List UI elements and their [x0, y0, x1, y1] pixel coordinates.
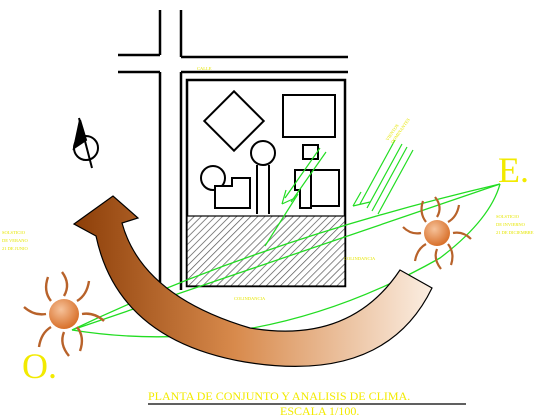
- building-small-square: [302, 144, 319, 160]
- north-arrow-icon: [72, 117, 99, 169]
- east-label: E.: [498, 150, 529, 190]
- street-lines: [118, 10, 348, 290]
- sun-trajectory-arrow: [72, 195, 433, 368]
- summer-solstice-line3: 21 DE JUNIO: [2, 246, 28, 251]
- building-top-right: [282, 94, 336, 138]
- winter-solstice-line3: 21 DE DICIEMBRE: [496, 230, 534, 235]
- building-right-mid: [310, 169, 340, 207]
- building-circle-center: [250, 140, 276, 166]
- street-label: CALLE: [197, 66, 212, 71]
- colindancia-right-label: COLINDANCIA: [344, 256, 376, 261]
- building-corner: [294, 169, 312, 209]
- building-stepped: [214, 177, 251, 209]
- winter-solstice-line1: SOLSTICIO: [496, 214, 520, 219]
- building-circle-left: [200, 165, 226, 191]
- colindancia-bottom-label: COLINDANCIA: [234, 296, 266, 301]
- sun-east-icon: [402, 196, 472, 270]
- plan-title: PLANTA DE CONJUNTO Y ANALISIS DE CLIMA.: [148, 389, 410, 403]
- sun-west-icon: [23, 271, 105, 357]
- summer-solstice-line1: SOLSTICIO: [2, 230, 26, 235]
- building-diamond: [202, 89, 266, 153]
- west-label: O.: [22, 346, 57, 386]
- wind-arrows: [264, 139, 414, 247]
- winter-solstice-line2: DE INVIERNO: [496, 222, 526, 227]
- plan-scale: ESCALA 1/100.: [280, 404, 359, 418]
- summer-solstice-line2: DE VERANO: [2, 238, 29, 243]
- buildings: [200, 89, 340, 214]
